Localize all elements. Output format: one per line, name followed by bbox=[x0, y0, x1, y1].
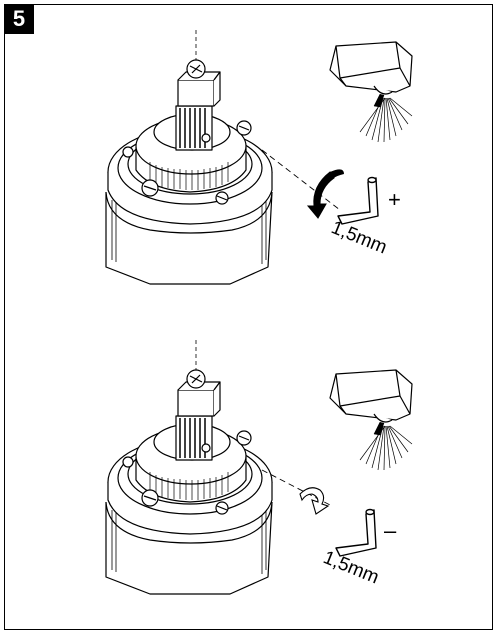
allen-key-bottom-icon bbox=[335, 508, 377, 557]
spout-spray-top-icon bbox=[329, 41, 413, 143]
spout-spray-bottom-icon bbox=[329, 369, 413, 471]
guide-line-top bbox=[261, 149, 341, 211]
cartridge-bottom bbox=[105, 339, 273, 595]
step-number-badge: 5 bbox=[4, 4, 34, 34]
rotate-arrow-large-icon bbox=[306, 169, 344, 219]
direction-sign-bottom: – bbox=[384, 518, 397, 543]
direction-sign-top: + bbox=[388, 187, 401, 212]
cartridge-top bbox=[105, 29, 273, 285]
rotate-arrow-small-icon bbox=[299, 487, 330, 515]
key-size-label-top: 1,5mm bbox=[328, 217, 390, 258]
allen-key-top-icon bbox=[337, 176, 379, 225]
